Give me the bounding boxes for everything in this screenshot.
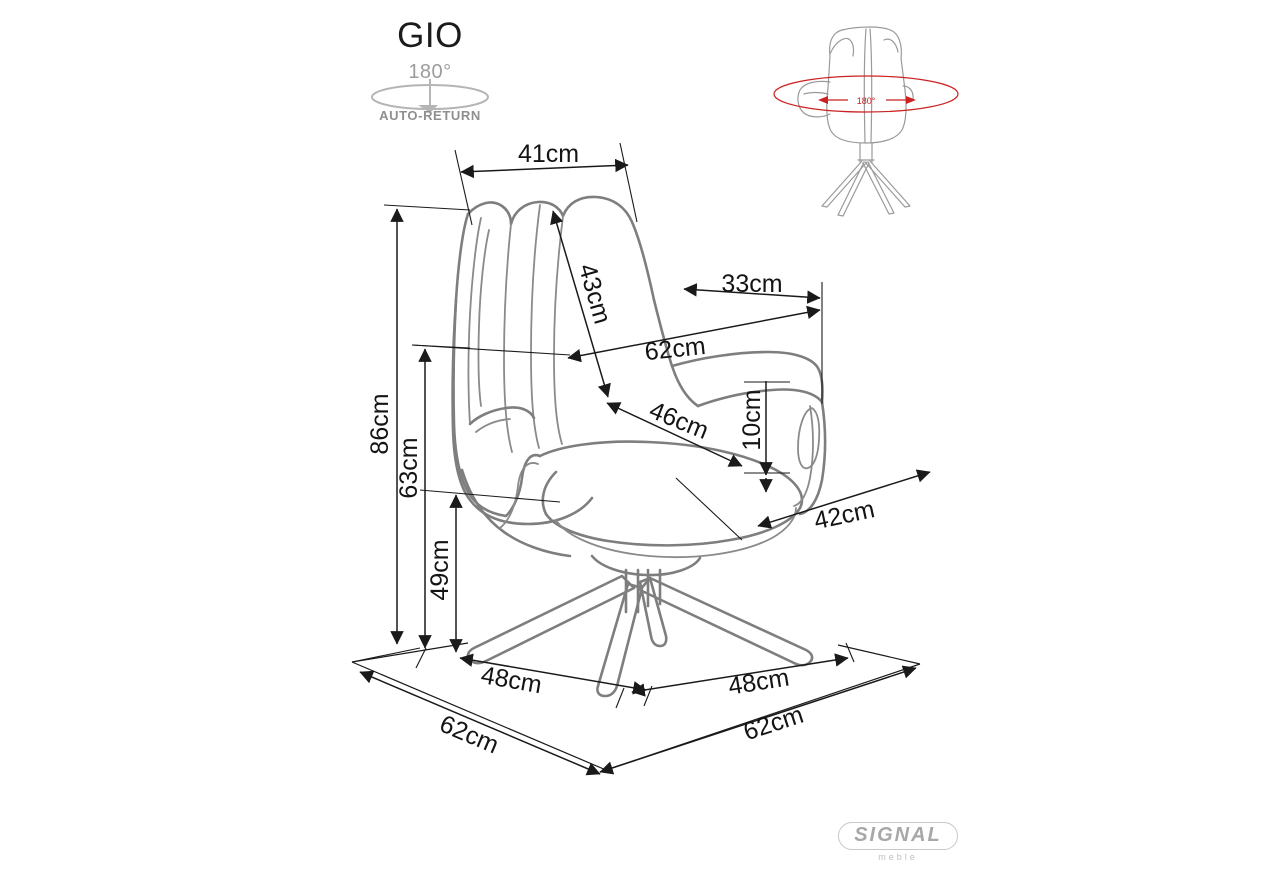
dimension-label-48cm-right: 48cm bbox=[726, 663, 791, 700]
dimension-label-46cm: 46cm bbox=[645, 396, 712, 445]
right-armrest bbox=[696, 388, 824, 408]
chair-left-lower-edge bbox=[460, 468, 572, 558]
dimension-label-43cm: 43cm bbox=[573, 261, 617, 327]
dimension-backrest-width: 41cm bbox=[454, 140, 638, 226]
dimension-overall-width: 62cm bbox=[411, 305, 821, 366]
dimension-seat-height: 49cm bbox=[419, 489, 561, 653]
dimension-label-42cm: 42cm bbox=[812, 495, 878, 535]
seat-underside bbox=[541, 470, 558, 516]
left-armrest-inner bbox=[475, 418, 511, 433]
base-hub bbox=[590, 554, 702, 577]
dimension-seat-depth: 46cm bbox=[606, 396, 743, 467]
backrest-seam-3 bbox=[530, 204, 541, 449]
dimension-label-41cm: 41cm bbox=[518, 140, 579, 168]
dimension-overall-height: 86cm bbox=[351, 204, 471, 663]
dimension-seat-projection: 42cm bbox=[675, 469, 931, 541]
inset-rotation-label: 180° bbox=[857, 96, 876, 106]
dimension-label-48cm-left: 48cm bbox=[479, 661, 544, 699]
ground-plane bbox=[351, 642, 921, 771]
dimension-label-63cm: 63cm bbox=[395, 437, 423, 498]
backrest-top-edge bbox=[466, 195, 656, 302]
seat-back-junction-inner bbox=[499, 462, 539, 529]
dimension-label-49cm: 49cm bbox=[426, 539, 454, 600]
base-leg-rear bbox=[638, 576, 668, 648]
dimension-label-10cm: 10cm bbox=[738, 389, 766, 450]
backrest-far-side bbox=[477, 229, 490, 407]
backrest-outline bbox=[451, 212, 594, 526]
dimension-seat-thickness: 10cm bbox=[738, 381, 790, 493]
dimension-label-62cm-depth: 62cm bbox=[436, 710, 503, 760]
seat-back-junction bbox=[504, 453, 542, 518]
dimension-base-depth-left: 48cm bbox=[415, 647, 653, 707]
left-armrest bbox=[468, 406, 536, 426]
dimension-label-62cm-width-base: 62cm bbox=[740, 701, 807, 747]
dimension-backrest-height: 43cm bbox=[550, 210, 617, 398]
armrest-loop-slot bbox=[797, 407, 821, 470]
dimension-label-62cm-width: 62cm bbox=[643, 332, 707, 366]
dimension-backrest-top-height: 63cm bbox=[395, 344, 471, 649]
dimension-label-86cm: 86cm bbox=[366, 393, 394, 454]
backrest-left-inner bbox=[467, 217, 482, 425]
dimension-label-33cm: 33cm bbox=[721, 270, 782, 298]
dimension-armrest-depth: 33cm bbox=[683, 270, 823, 404]
backrest-seam-1 bbox=[503, 223, 513, 453]
